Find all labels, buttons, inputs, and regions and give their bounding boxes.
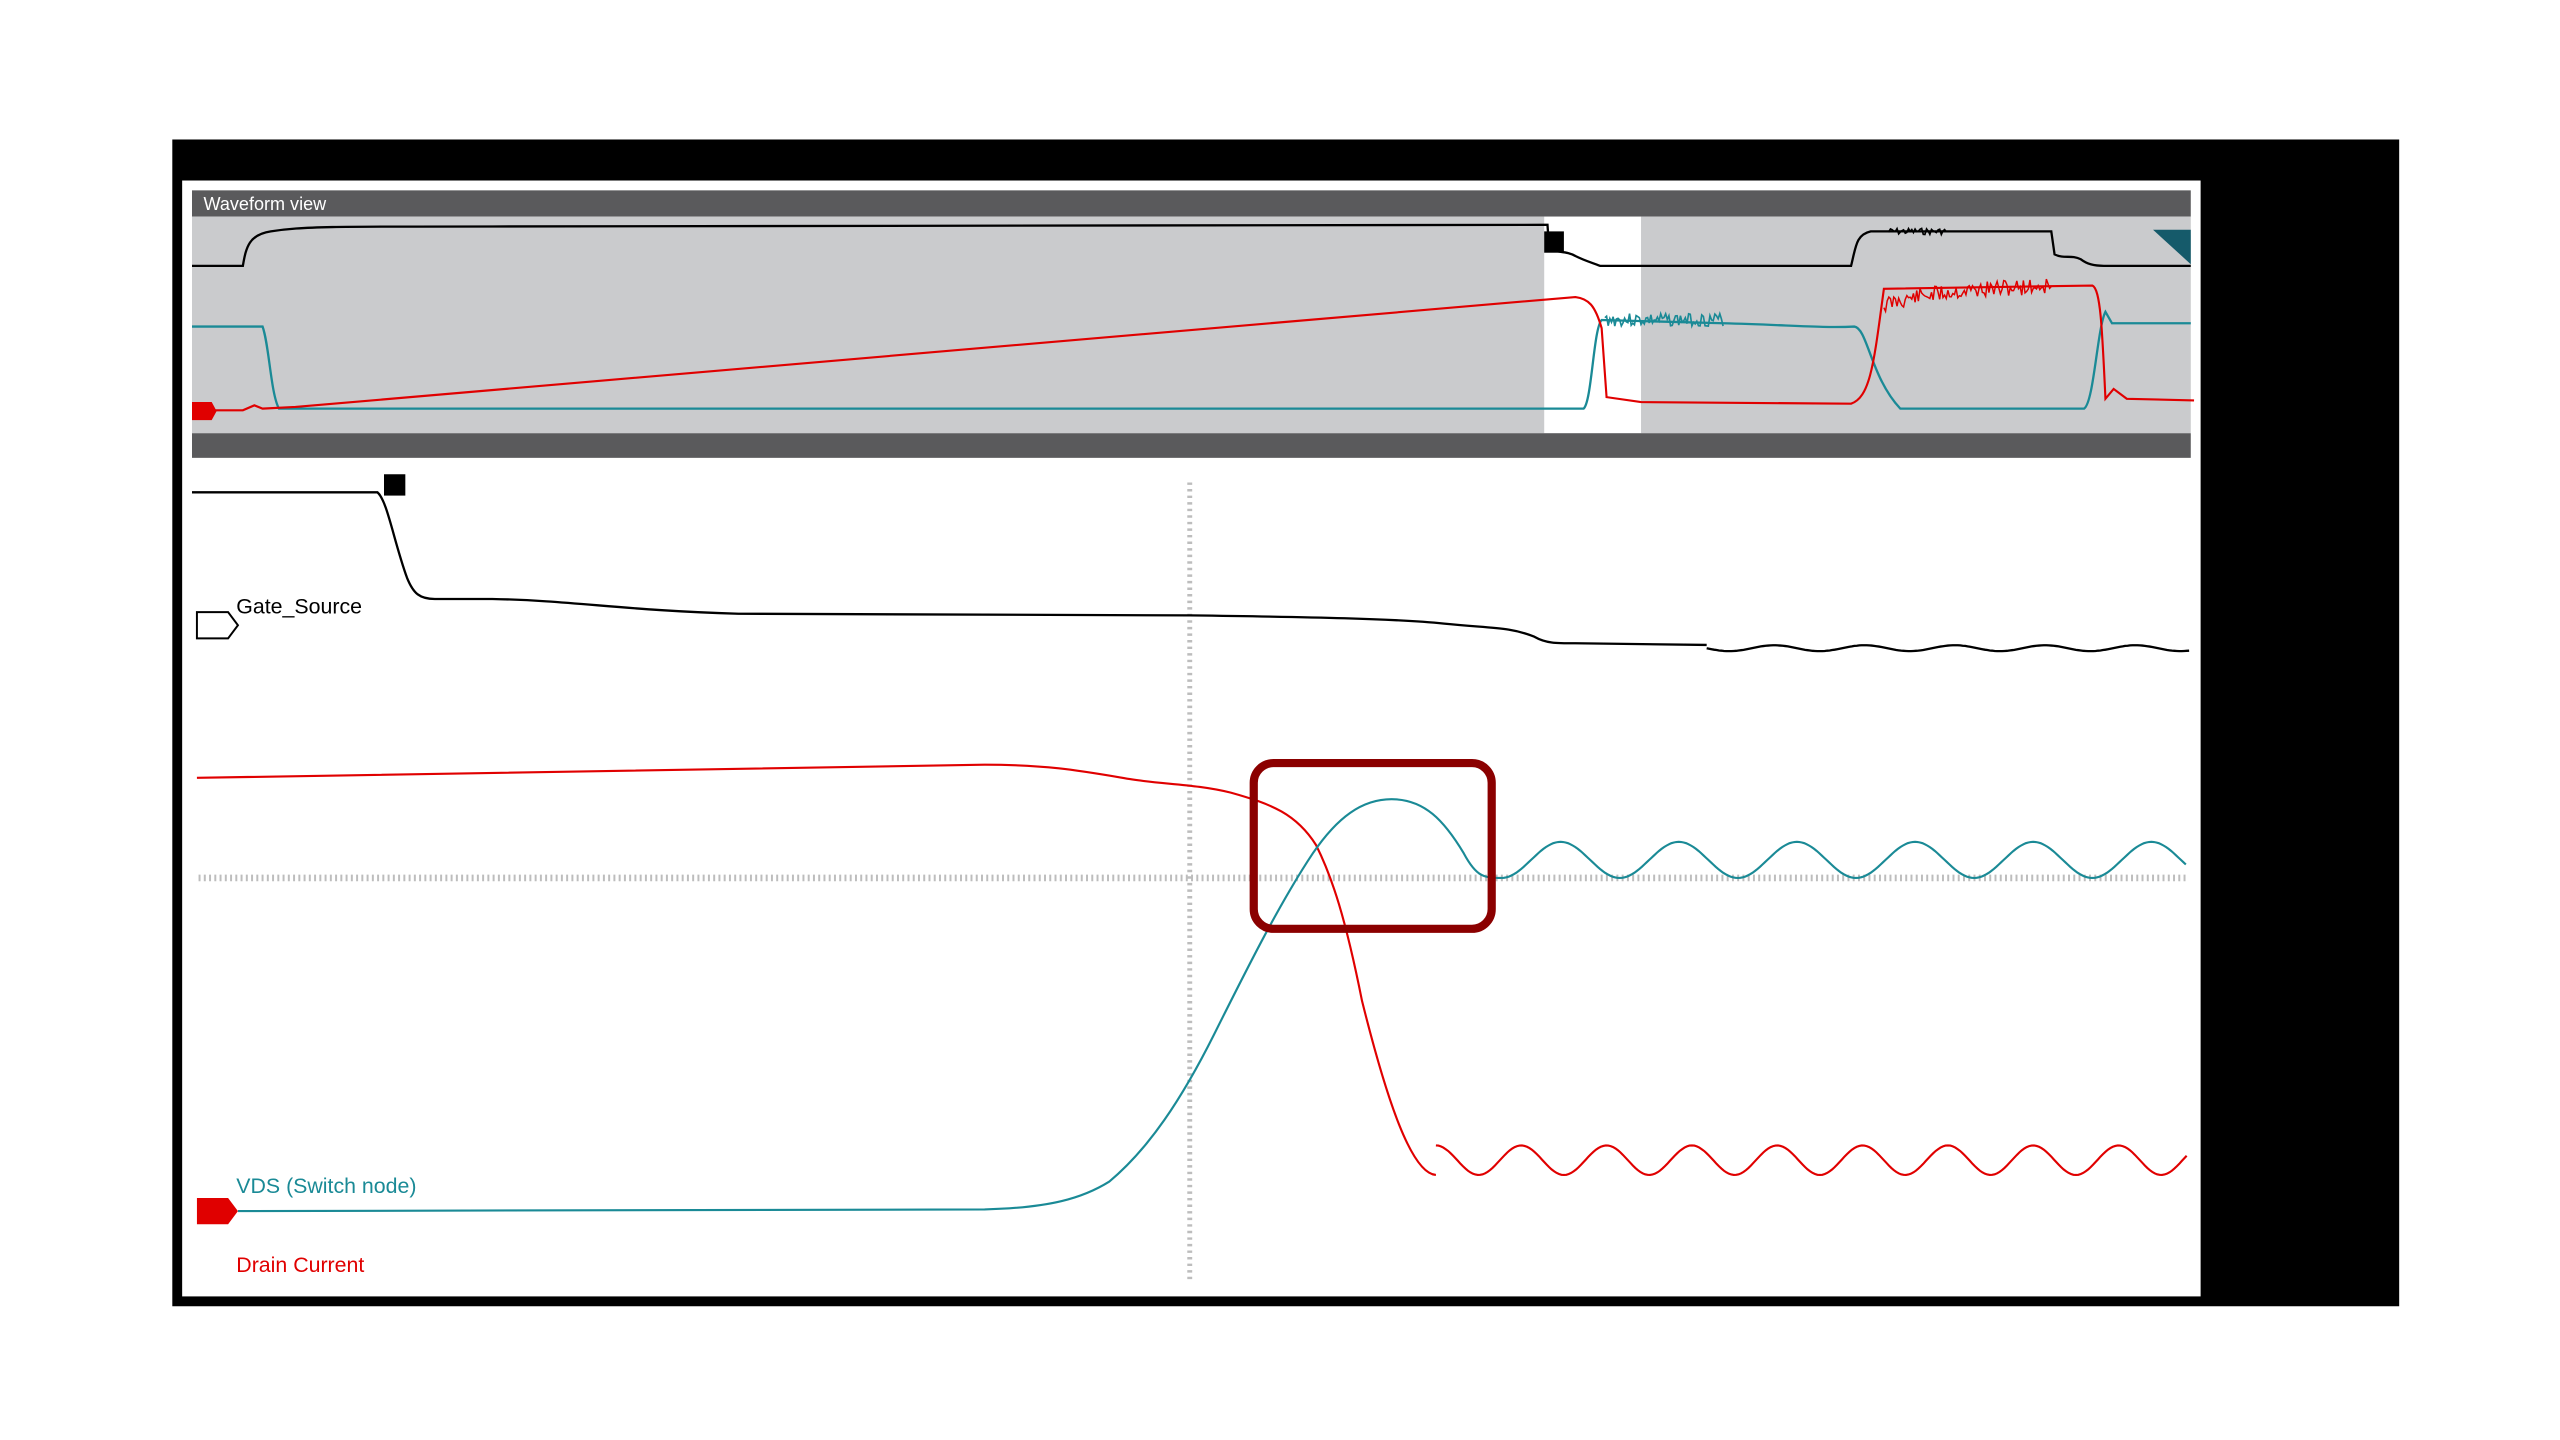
drain-current-trace (196, 763, 1437, 1177)
gate-trigger-marker-icon[interactable] (384, 474, 406, 496)
overview-cursor-marker-icon[interactable] (1544, 231, 1564, 253)
overview-gate-noise (1887, 226, 1947, 237)
overview-gate-source-trace (192, 223, 2191, 267)
main-plot[interactable]: Gate_Source VDS (Switch node) Drain Curr… (192, 474, 2190, 1280)
overview-plot (192, 216, 2191, 434)
overview-title: Waveform view (203, 194, 327, 214)
vds-ringing (1501, 840, 2187, 880)
overview-vds-noise (1604, 310, 1724, 329)
gate-source-ringing (1706, 644, 2190, 653)
vds-label: VDS (Switch node) (236, 1174, 416, 1198)
vds-trace (237, 798, 1502, 1213)
overview-scrollbar[interactable] (192, 433, 2191, 458)
gate-source-trace (192, 491, 1707, 647)
overview-header (192, 190, 2191, 217)
vds-channel-marker-icon[interactable] (196, 1197, 238, 1225)
drain-current-label: Drain Current (236, 1253, 364, 1277)
gate-source-label: Gate_Source (236, 595, 362, 619)
highlight-box (1249, 758, 1496, 933)
overview-drain-noise (1883, 278, 2052, 314)
overview-drain-marker-icon[interactable] (192, 402, 217, 421)
drain-current-ringing (1435, 1144, 2188, 1177)
overview-drain-current-trace (213, 284, 2195, 412)
overview-pane[interactable]: Waveform view (192, 190, 2195, 458)
gate-source-channel-marker-icon[interactable] (195, 611, 240, 640)
